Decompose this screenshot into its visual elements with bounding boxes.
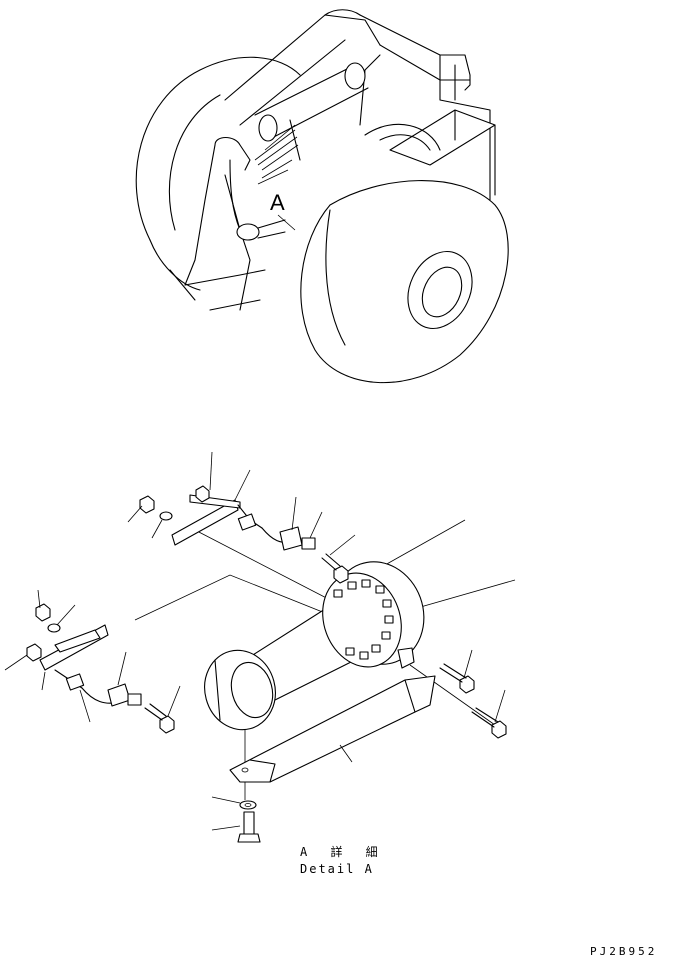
washer — [239, 800, 257, 810]
rear-tire — [135, 56, 301, 291]
rod-eye — [204, 649, 276, 731]
detail-a-assembly — [4, 451, 516, 843]
upper-bracket-set — [139, 485, 349, 584]
guard-plate — [229, 675, 436, 783]
hex-bolt — [159, 715, 175, 734]
right-bolts — [439, 663, 507, 739]
guide-line — [384, 519, 466, 566]
hex-nut — [139, 495, 155, 514]
washer — [159, 511, 173, 521]
detail-title-english: Detail A — [300, 862, 374, 876]
view-a-marker: A — [270, 190, 285, 215]
side-cover — [389, 109, 496, 196]
hex-nut — [195, 485, 210, 503]
boom-cylinder — [254, 62, 369, 161]
boom-arm — [224, 9, 491, 201]
hex-bolt — [243, 811, 255, 835]
guide-line — [409, 664, 496, 726]
hex-bolt — [333, 565, 349, 584]
hex-nut — [26, 643, 42, 662]
hose-bundle — [254, 124, 299, 185]
guide-line — [194, 529, 341, 606]
front-tire — [300, 123, 509, 384]
hex-bolt — [491, 720, 507, 739]
detail-title-japanese: A 詳 細 — [300, 845, 386, 859]
lower-bracket-set — [26, 603, 175, 734]
washer — [47, 623, 61, 633]
bottom-fasteners — [237, 800, 261, 843]
drawing-number: PJ2B952 — [590, 945, 658, 958]
hex-bolt — [459, 675, 475, 694]
cylinder-head — [322, 561, 425, 669]
view-leader — [277, 214, 296, 231]
callout-leaders — [4, 451, 506, 831]
head-bolt-ring — [333, 579, 394, 660]
machine-overview — [135, 9, 509, 384]
guide-line — [134, 574, 331, 621]
front-frame — [169, 136, 286, 311]
guide-line — [409, 579, 516, 611]
hex-nut — [35, 603, 51, 622]
